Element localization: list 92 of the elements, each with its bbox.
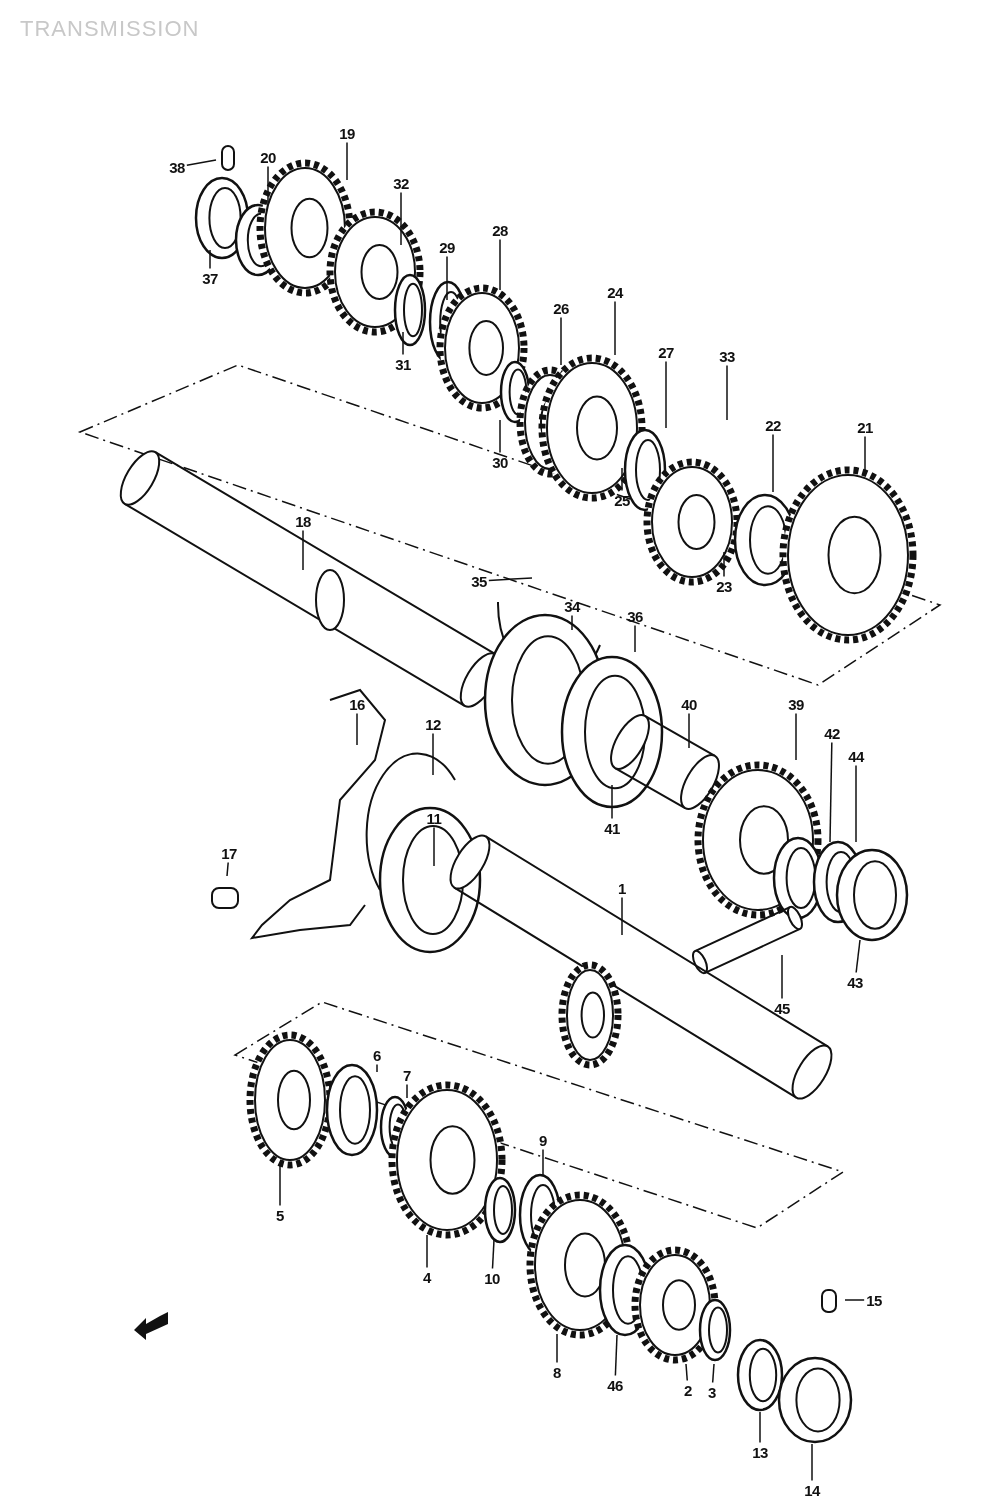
- callout-number: 6: [373, 1047, 381, 1063]
- leader-line: [621, 467, 623, 492]
- leader-line: [726, 364, 728, 421]
- callout-number: 42: [824, 725, 840, 741]
- leader-line: [226, 861, 229, 877]
- callout-number: 24: [607, 284, 623, 300]
- leader-line: [811, 1443, 813, 1482]
- callout-number: 35: [471, 573, 487, 589]
- leader-line: [795, 712, 797, 761]
- callout-number: 37: [202, 270, 218, 286]
- leader-line: [426, 1234, 428, 1269]
- callout-number: 3: [708, 1384, 716, 1400]
- callout-number: 46: [607, 1377, 623, 1393]
- leader-line: [781, 954, 783, 1000]
- leader-line: [488, 577, 533, 582]
- leader-line: [855, 939, 861, 974]
- callout-number: 27: [658, 344, 674, 360]
- leader-line: [611, 784, 613, 820]
- leader-line: [302, 529, 304, 571]
- leader-line: [499, 419, 501, 454]
- leader-line: [634, 624, 636, 653]
- callout-number: 11: [426, 810, 442, 826]
- callout-number: 8: [553, 1364, 561, 1380]
- leader-line: [723, 551, 725, 578]
- leader-line: [855, 764, 857, 843]
- callout-number: 25: [614, 492, 630, 508]
- callout-number: 15: [866, 1292, 882, 1308]
- callout-number: 38: [169, 159, 185, 175]
- leader-line: [829, 741, 833, 843]
- leader-line: [556, 1333, 558, 1364]
- callout-number: 4: [423, 1269, 431, 1285]
- callout-number: 12: [425, 716, 441, 732]
- leader-line: [614, 300, 616, 356]
- callout-number: 33: [719, 348, 735, 364]
- callout-number: 9: [539, 1132, 547, 1148]
- leader-line: [560, 316, 562, 366]
- callout-number: 21: [857, 419, 873, 435]
- leader-line: [491, 1239, 495, 1270]
- leader-line: [772, 433, 774, 493]
- leader-line: [621, 896, 623, 936]
- callout-number: 28: [492, 222, 508, 238]
- callout-number: 30: [492, 454, 508, 470]
- callout-number: 17: [221, 845, 237, 861]
- leader-line: [614, 1334, 618, 1377]
- callout-number: 20: [260, 149, 276, 165]
- leader-line: [665, 360, 667, 429]
- leader-line: [376, 1063, 378, 1073]
- callout-number: 10: [484, 1270, 500, 1286]
- leader-line: [400, 191, 402, 246]
- leader-line: [688, 712, 690, 749]
- callout-number: 5: [276, 1207, 284, 1223]
- leader-line: [542, 1148, 544, 1177]
- callout-number: 44: [848, 748, 864, 764]
- leader-line: [346, 141, 348, 181]
- leader-line: [267, 165, 269, 206]
- callout-number: 39: [788, 696, 804, 712]
- leader-line: [356, 712, 358, 746]
- callout-number: 34: [564, 598, 580, 614]
- leader-line: [864, 435, 866, 473]
- leader-line: [571, 614, 573, 631]
- callout-number: 18: [295, 513, 311, 529]
- callout-number: 31: [395, 356, 411, 372]
- callout-number: 23: [716, 578, 732, 594]
- callout-number: 45: [774, 1000, 790, 1016]
- leader-line: [402, 331, 404, 356]
- leader-line: [711, 1363, 715, 1384]
- leader-line: [432, 732, 434, 776]
- callout-number: 19: [339, 125, 355, 141]
- callout-number: 14: [804, 1482, 820, 1498]
- leader-line: [406, 1083, 408, 1099]
- callout-number: 29: [439, 239, 455, 255]
- callout-number: 41: [604, 820, 620, 836]
- callout-number: 43: [847, 974, 863, 990]
- leader-line: [685, 1363, 688, 1382]
- callout-number: 7: [403, 1067, 411, 1083]
- callout-number: 36: [627, 608, 643, 624]
- leader-line: [446, 255, 448, 301]
- leader-line: [279, 1164, 281, 1207]
- callout-number: 13: [752, 1444, 768, 1460]
- callout-number: 2: [684, 1382, 692, 1398]
- callout-number: 32: [393, 175, 409, 191]
- callout-number: 22: [765, 417, 781, 433]
- leader-line: [186, 159, 217, 166]
- callout-number: 26: [553, 300, 569, 316]
- leader-line: [759, 1411, 761, 1444]
- callout-number: 40: [681, 696, 697, 712]
- callout-number: 1: [618, 880, 626, 896]
- callout-number: 16: [349, 696, 365, 712]
- leader-line: [499, 238, 501, 291]
- leader-line: [844, 1299, 865, 1301]
- leader-line: [433, 826, 435, 867]
- leader-line: [209, 249, 211, 270]
